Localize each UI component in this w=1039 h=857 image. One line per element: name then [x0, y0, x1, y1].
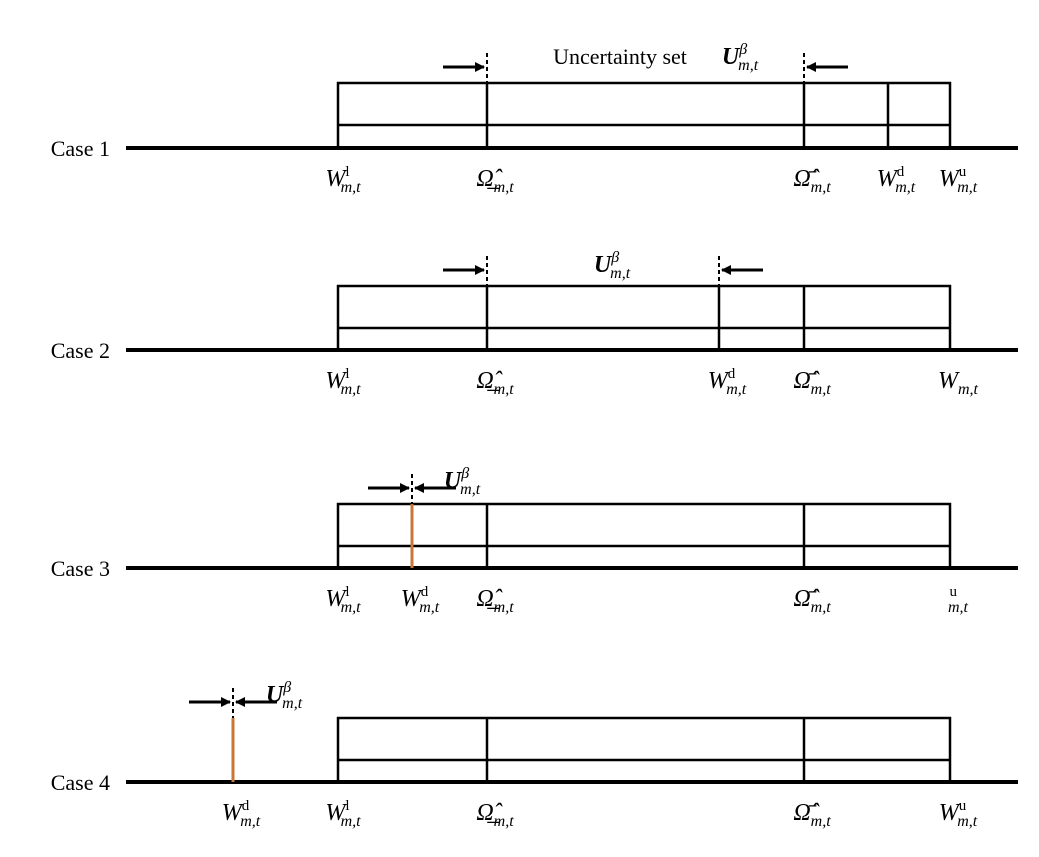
interval-box: [336, 502, 952, 570]
axis-label: Ω̲̂m,t: [476, 586, 514, 616]
interval-box: [336, 81, 952, 150]
axis-label: Ω̲̂m,t: [476, 166, 514, 196]
axis-label: Ω̄̂m,t: [793, 368, 831, 398]
axis-label: Ω̲̂m,t: [476, 800, 514, 830]
axis-label: Ω̄̂m,t: [793, 166, 831, 196]
axis-label: Wm,t: [938, 368, 979, 398]
interval-box: [336, 716, 952, 784]
interval-box: [336, 284, 952, 352]
axis-label: Ω̄̂m,t: [793, 800, 831, 830]
axis-label: Ω̄̂m,t: [793, 586, 831, 616]
case-label: Case 3: [51, 556, 110, 581]
axis-label: Ω̲̂m,t: [476, 368, 514, 398]
case-label: Case 1: [51, 136, 110, 161]
case-label: Case 2: [51, 338, 110, 363]
case-label: Case 4: [51, 770, 110, 795]
uncertainty-set-label: Uncertainty set: [553, 44, 687, 69]
